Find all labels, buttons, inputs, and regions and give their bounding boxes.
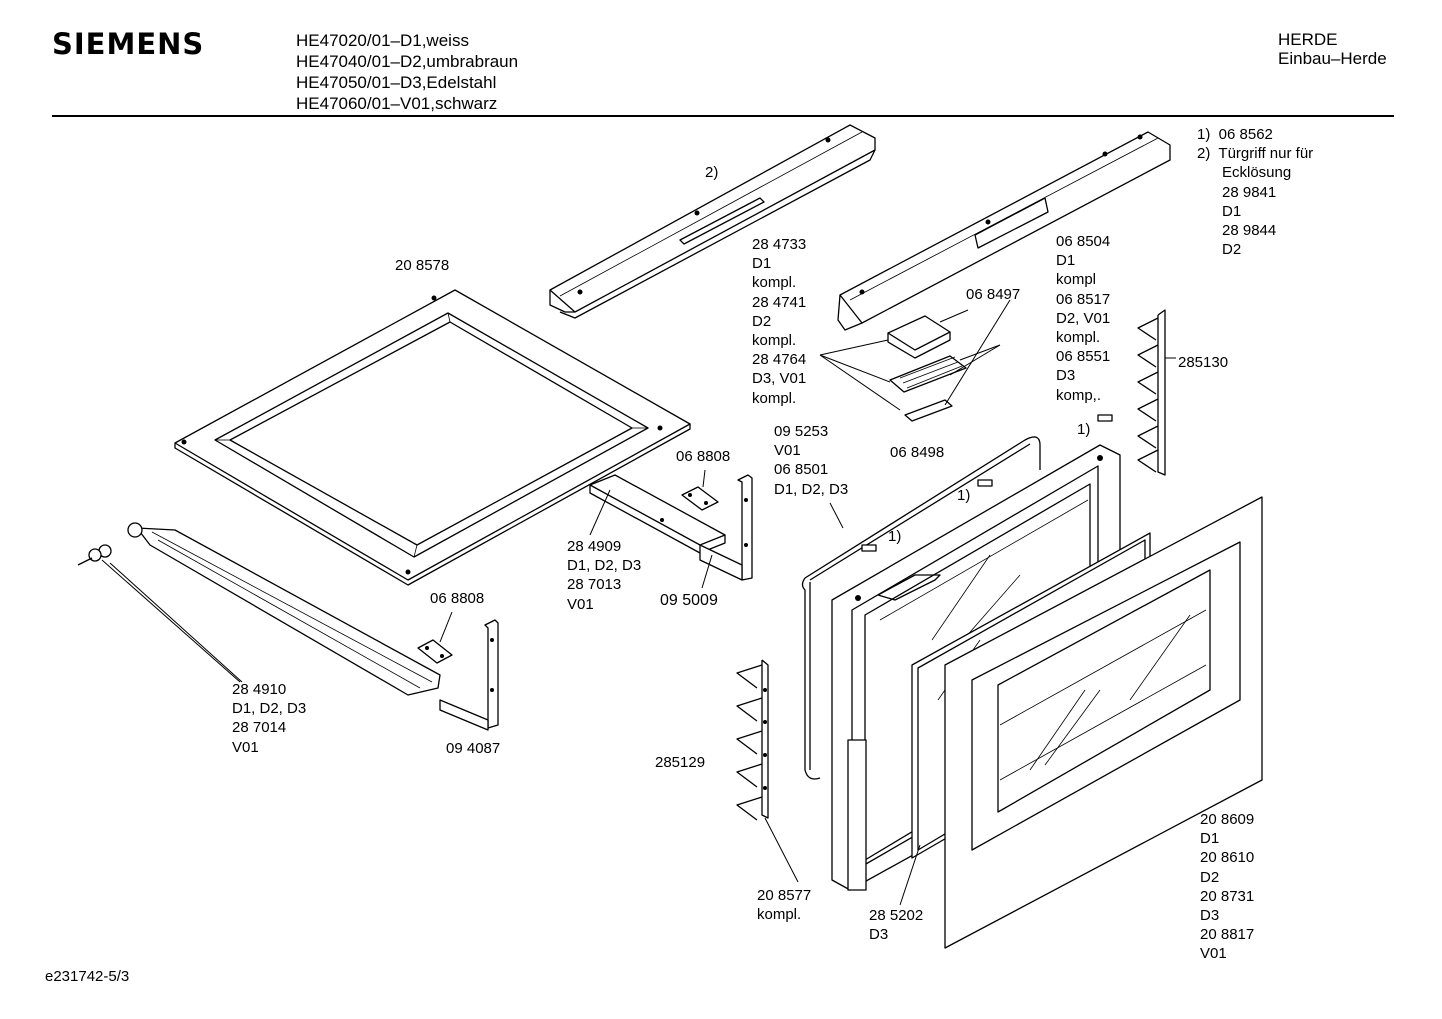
label-angle-bracket: 09 5009	[660, 592, 718, 609]
label-screw-note-b: 1)	[957, 487, 971, 504]
label-outer-glass: 20 8609 D1 20 8610 D2 20 8731 D3 20 8817…	[1200, 811, 1255, 963]
document-id: e231742-5/3	[45, 968, 130, 985]
label-screw-note-a: 1)	[1077, 421, 1091, 438]
model-line: HE47020/01–D1,weiss	[296, 31, 469, 50]
handle-profile-upper	[549, 124, 876, 319]
model-list: HE47020/01–D1,weiss HE47040/01–D2,umbrab…	[296, 30, 518, 114]
label-angle-lower: 09 4087	[446, 740, 501, 757]
cover-panel	[174, 289, 691, 586]
label-clip-insert: 06 8498	[890, 444, 945, 461]
label-screw-note-c: 1)	[888, 528, 902, 545]
model-line: HE47060/01–V01,schwarz	[296, 94, 498, 113]
door-gasket	[801, 436, 1041, 780]
small-brackets	[417, 469, 719, 664]
category: HERDE	[1278, 30, 1338, 49]
hinge-bracket-right	[1137, 309, 1176, 476]
label-bottom-profile: 28 4910 D1, D2, D3 28 7014 V01	[232, 681, 307, 756]
label-bracket-upper: 06 8808	[676, 448, 731, 465]
handle-clips	[819, 299, 1011, 422]
hinge-bracket-left	[736, 659, 769, 821]
label-rail: 28 4909 D1, D2, D3 28 7013 V01	[567, 538, 642, 613]
door-handle	[837, 131, 1171, 331]
category-block: HERDE Einbau–Herde	[1278, 30, 1387, 68]
label-handle-set: 06 8504 D1 kompl 06 8517 D2, V01 kompl. …	[1056, 233, 1111, 404]
notes-block: 1) 06 8562 2) Türgriff nur für Ecklösung…	[1197, 126, 1314, 259]
label-door-handle: 28 4733 D1 kompl. 28 4741 D2 kompl. 28 4…	[752, 236, 807, 407]
outer-glass-panel	[944, 496, 1263, 949]
label-gasket: 09 5253 V01 06 8501 D1, D2, D3	[774, 423, 849, 498]
bottom-profile	[77, 522, 441, 696]
label-handle-note: 2)	[705, 164, 719, 181]
brand-logo: SIEMENS	[52, 27, 205, 61]
model-line: HE47040/01–D2,umbrabraun	[296, 52, 519, 71]
hinge-screws	[861, 414, 1113, 552]
label-bracket-lower: 06 8808	[430, 590, 485, 607]
model-line: HE47050/01–D3,Edelstahl	[296, 73, 497, 92]
label-handle-clip: 06 8497	[966, 286, 1021, 303]
angle-bracket-upper	[699, 474, 753, 589]
subcategory: Einbau–Herde	[1278, 49, 1387, 68]
label-intermediate-glass: 28 5202 D3	[869, 907, 924, 944]
label-hinge-right: 285130	[1178, 354, 1229, 371]
angle-bracket-lower	[439, 619, 499, 731]
label-hinge-left: 285129	[655, 754, 706, 771]
label-inner-frame: 20 8577 kompl.	[757, 887, 812, 924]
header-rule	[52, 115, 1394, 117]
label-cover-panel: 20 8578	[395, 257, 450, 274]
